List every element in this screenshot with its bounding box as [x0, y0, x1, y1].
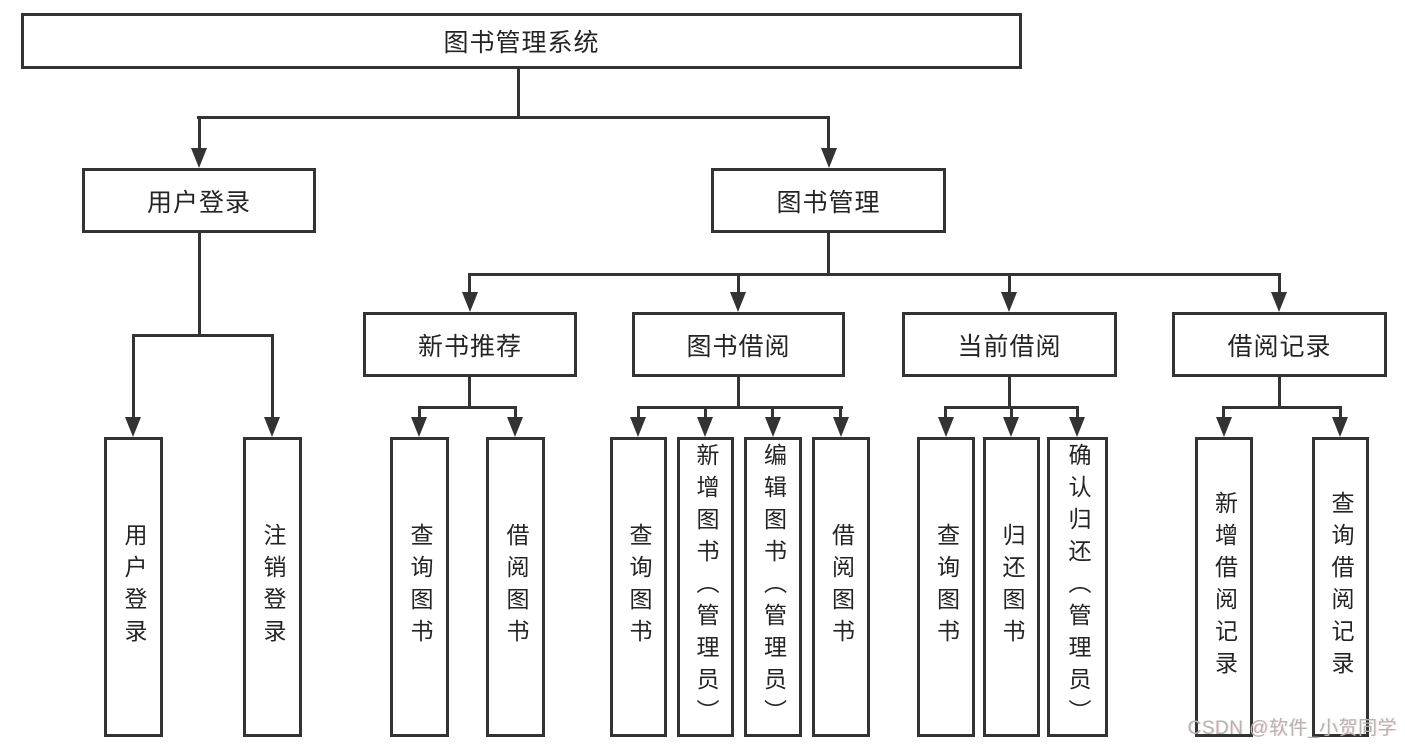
connector-line [1222, 406, 1342, 409]
node-label: 当前借阅 [957, 332, 1062, 361]
connector-line [1278, 377, 1281, 408]
connector-line [198, 233, 201, 337]
leaf-add-borrow-record: 新增借阅记录 [1195, 437, 1253, 737]
node-label: 借阅记录 [1227, 332, 1332, 361]
connector-line [418, 406, 517, 409]
node-new-book-recommend: 新书推荐 [363, 312, 577, 377]
arrow-down [125, 417, 141, 437]
arrow-down [462, 292, 478, 312]
arrow-down [1271, 292, 1287, 312]
leaf-query-books-borrow: 查询图书 [610, 437, 667, 737]
connector-line [514, 406, 517, 419]
connector-line [468, 273, 471, 294]
arrow-down [697, 417, 713, 437]
leaf-borrow-books: 借阅图书 [812, 437, 870, 737]
leaf-edit-book-admin: 编辑图书（管理员） [744, 437, 802, 737]
arrow-down [730, 292, 746, 312]
arrow-down [630, 417, 646, 437]
node-label: 图书管理 [776, 188, 881, 217]
arrow-down [191, 148, 207, 168]
leaf-add-book-admin: 新增图书（管理员） [677, 437, 734, 737]
node-library-system: 图书管理系统 [21, 13, 1022, 69]
leaf-borrow-books-recommend: 借阅图书 [486, 437, 545, 737]
leaf-query-books-current: 查询图书 [917, 437, 975, 737]
leaf-label: 归还图书 [999, 523, 1025, 651]
connector-line [418, 406, 421, 419]
node-current-borrowing: 当前借阅 [902, 312, 1117, 377]
connector-line [1278, 273, 1281, 294]
node-label: 图书管理系统 [443, 29, 600, 57]
leaf-label: 查询图书 [933, 523, 960, 651]
leaf-label: 新增借阅记录 [1211, 491, 1238, 683]
node-book-borrowing: 图书借阅 [632, 312, 845, 377]
leaf-label: 借阅图书 [828, 523, 855, 651]
node-label: 图书借阅 [686, 332, 791, 361]
leaf-label: 查询图书 [626, 523, 652, 651]
connector-line [637, 406, 640, 419]
arrow-down [1003, 417, 1019, 437]
connector-line [827, 233, 830, 275]
arrow-down [938, 417, 954, 437]
connector-line [132, 334, 274, 337]
leaf-label: 新增图书（管理员） [693, 443, 719, 731]
connector-line [468, 273, 1281, 276]
connector-line [1222, 406, 1225, 419]
arrow-down [821, 148, 837, 168]
leaf-label: 编辑图书（管理员） [760, 443, 787, 731]
leaf-confirm-return-admin: 确认归还（管理员） [1047, 437, 1108, 737]
connector-line [198, 116, 201, 152]
leaf-label: 查询图书 [407, 523, 433, 651]
arrow-down [411, 417, 427, 437]
arrow-down [1332, 417, 1348, 437]
connector-line [1008, 377, 1011, 408]
arrow-down [833, 417, 849, 437]
node-borrowing-records: 借阅记录 [1172, 312, 1387, 377]
connector-line [1008, 273, 1011, 294]
node-label: 新书推荐 [417, 332, 522, 361]
node-book-management: 图书管理 [711, 168, 946, 233]
leaf-label: 查询借阅记录 [1328, 491, 1354, 683]
connector-line [1076, 406, 1079, 419]
arrow-down [1069, 417, 1085, 437]
arrow-down [507, 417, 523, 437]
connector-line [132, 334, 135, 419]
leaf-label: 借阅图书 [503, 523, 529, 651]
leaf-logout: 注销登录 [243, 437, 302, 737]
connector-line [517, 68, 520, 119]
arrow-down [1001, 292, 1017, 312]
node-label: 用户登录 [146, 188, 251, 217]
watermark: CSDN @软件_小贺同学 [1187, 718, 1397, 739]
connector-line [704, 406, 707, 419]
connector-line [637, 406, 843, 409]
arrow-down [1216, 417, 1232, 437]
leaf-user-login: 用户登录 [104, 437, 163, 737]
connector-line [771, 406, 774, 419]
arrow-down [765, 417, 781, 437]
connector-line [468, 377, 471, 408]
leaf-label: 用户登录 [121, 523, 147, 651]
connector-line [1339, 406, 1342, 419]
node-user-login: 用户登录 [82, 168, 316, 233]
connector-line [737, 273, 740, 294]
leaf-label: 确认归还（管理员） [1065, 443, 1091, 731]
connector-line [197, 116, 830, 119]
leaf-query-borrow-record: 查询借阅记录 [1312, 437, 1369, 737]
leaf-return-books: 归还图书 [983, 437, 1040, 737]
connector-line [1010, 406, 1013, 419]
leaf-label: 注销登录 [260, 523, 286, 651]
leaf-query-books-recommend: 查询图书 [390, 437, 449, 737]
connector-line [271, 334, 274, 419]
arrow-down [264, 417, 280, 437]
connector-line [827, 116, 830, 152]
connector-line [737, 377, 740, 408]
connector-line [839, 406, 842, 419]
connector-line [944, 406, 947, 419]
